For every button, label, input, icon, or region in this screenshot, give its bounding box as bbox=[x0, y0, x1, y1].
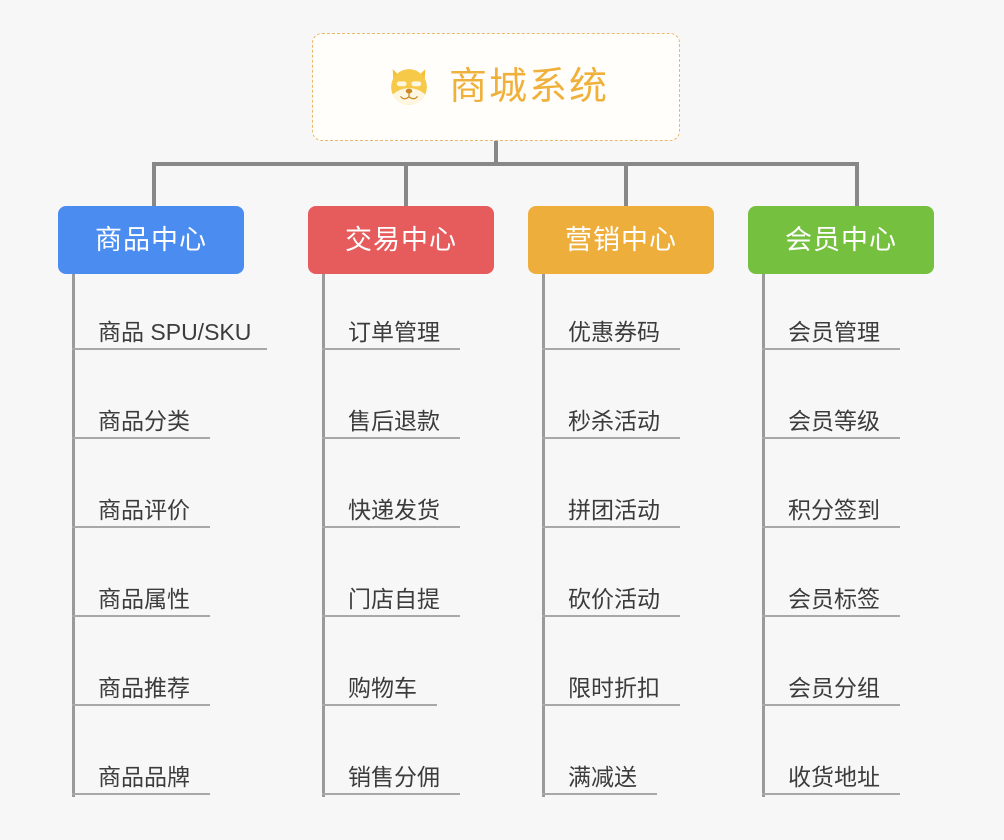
leaf-item-label: 销售分佣 bbox=[348, 764, 440, 790]
category-label: 交易中心 bbox=[345, 224, 457, 255]
leaf-underline bbox=[542, 793, 657, 795]
leaf-underline bbox=[542, 526, 680, 528]
leaf-item-label: 快递发货 bbox=[348, 497, 440, 523]
leaf-item-label: 优惠券码 bbox=[568, 319, 660, 345]
leaf-underline bbox=[322, 704, 437, 706]
root-title: 商城系统 bbox=[448, 66, 609, 108]
leaf-underline bbox=[72, 348, 267, 350]
leaf-item-label: 砍价活动 bbox=[568, 586, 660, 612]
leaf-item-label: 购物车 bbox=[348, 675, 417, 701]
leaf-item-label: 会员管理 bbox=[788, 319, 880, 345]
leaf-underline bbox=[762, 348, 900, 350]
dog-face-icon bbox=[391, 69, 427, 107]
leaf-underline bbox=[542, 704, 680, 706]
category-box-marketing[interactable]: 营销中心 bbox=[528, 206, 714, 274]
root-node[interactable]: 商城系统 bbox=[312, 33, 680, 141]
leaf-underline bbox=[762, 793, 900, 795]
root-stem-connector bbox=[494, 141, 498, 166]
column-spine bbox=[322, 274, 325, 797]
drop-connector-4 bbox=[855, 162, 859, 206]
drop-connector-3 bbox=[624, 162, 628, 206]
leaf-item-label: 限时折扣 bbox=[568, 675, 660, 701]
leaf-underline bbox=[72, 793, 210, 795]
leaf-item-label: 收货地址 bbox=[788, 764, 880, 790]
category-box-product[interactable]: 商品中心 bbox=[58, 206, 244, 274]
leaf-underline bbox=[72, 615, 210, 617]
leaf-item-label: 会员标签 bbox=[788, 586, 880, 612]
leaf-underline bbox=[542, 348, 680, 350]
drop-connector-2 bbox=[404, 162, 408, 206]
leaf-underline bbox=[762, 615, 900, 617]
leaf-item-label: 拼团活动 bbox=[568, 497, 660, 523]
leaf-underline bbox=[322, 526, 460, 528]
category-label: 会员中心 bbox=[785, 224, 897, 255]
leaf-underline bbox=[322, 793, 460, 795]
horizontal-bus-connector bbox=[152, 162, 858, 166]
leaf-underline bbox=[322, 348, 460, 350]
leaf-underline bbox=[762, 437, 900, 439]
column-spine bbox=[72, 274, 75, 797]
leaf-item-label: 订单管理 bbox=[348, 319, 440, 345]
leaf-item-label: 售后退款 bbox=[348, 408, 440, 434]
leaf-underline bbox=[72, 526, 210, 528]
leaf-item-label: 满减送 bbox=[568, 764, 637, 790]
leaf-item-label: 积分签到 bbox=[788, 497, 880, 523]
column-spine bbox=[762, 274, 765, 797]
leaf-item-label: 商品 SPU/SKU bbox=[98, 319, 252, 345]
leaf-underline bbox=[72, 704, 210, 706]
leaf-item-label: 商品品牌 bbox=[98, 764, 190, 790]
leaf-underline bbox=[322, 437, 460, 439]
leaf-underline bbox=[72, 437, 210, 439]
leaf-underline bbox=[542, 437, 680, 439]
leaf-underline bbox=[542, 615, 680, 617]
leaf-item-label: 秒杀活动 bbox=[568, 408, 660, 434]
leaf-item-label: 商品属性 bbox=[98, 586, 190, 612]
leaf-item-label: 会员分组 bbox=[788, 675, 880, 701]
category-box-member[interactable]: 会员中心 bbox=[748, 206, 934, 274]
category-box-trade[interactable]: 交易中心 bbox=[308, 206, 494, 274]
leaf-item-label: 商品分类 bbox=[98, 408, 190, 434]
leaf-item-label: 商品评价 bbox=[98, 497, 190, 523]
leaf-item-label: 门店自提 bbox=[348, 586, 440, 612]
leaf-underline bbox=[762, 704, 900, 706]
category-label: 商品中心 bbox=[95, 224, 207, 255]
column-spine bbox=[542, 274, 545, 797]
drop-connector-1 bbox=[152, 162, 156, 206]
category-label: 营销中心 bbox=[565, 224, 677, 255]
leaf-item-label: 商品推荐 bbox=[98, 675, 190, 701]
leaf-item-label: 会员等级 bbox=[788, 408, 880, 434]
leaf-underline bbox=[762, 526, 900, 528]
leaf-underline bbox=[322, 615, 460, 617]
